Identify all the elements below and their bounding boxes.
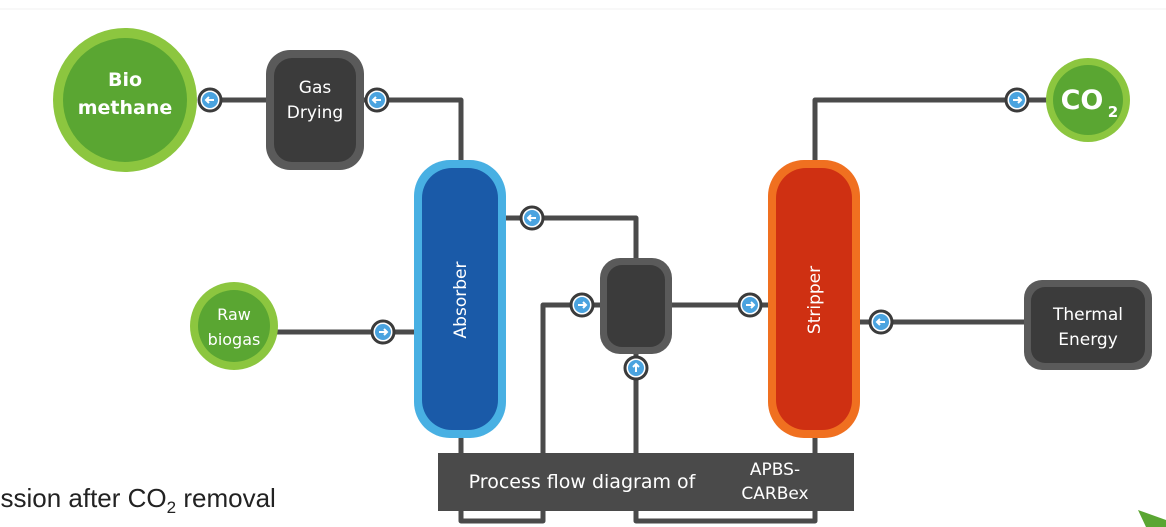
arrow-right-icon <box>370 319 396 345</box>
caption-bar-text: Process flow diagram of <box>469 471 697 493</box>
diagram-caption-bar: Process flow diagram of APBS- CARBex <box>438 453 854 511</box>
co2-text: CO <box>1061 85 1104 116</box>
pipe-absorber-to-drying <box>358 97 464 170</box>
arrow-left-icon <box>364 87 390 113</box>
next-arrow-icon <box>1138 510 1166 527</box>
co2-subscript: 2 <box>1108 103 1118 121</box>
bio-methane-line1: Bio <box>108 69 142 91</box>
slide-caption-subscript: 2 <box>166 498 177 518</box>
node-gas-drying: Gas Drying <box>266 50 364 170</box>
arrow-right-icon <box>1004 87 1030 113</box>
thermal-energy-line2: Energy <box>1058 330 1118 350</box>
arrow-left-icon <box>197 87 223 113</box>
node-raw-biogas: Raw biogas <box>190 282 278 370</box>
slide-caption-tail: removal <box>176 483 276 513</box>
arrow-right-icon <box>569 292 595 318</box>
node-bio-methane: Bio methane <box>53 28 197 172</box>
absorber-label: Absorber <box>451 262 471 339</box>
slide-caption: ession after CO2 removal <box>0 478 440 518</box>
arrow-right-icon <box>737 292 763 318</box>
bio-methane-line2: methane <box>78 97 173 119</box>
node-absorber: Absorber <box>414 160 506 438</box>
gas-drying-line2: Drying <box>287 103 343 123</box>
caption-bar-name-line2: CARBex <box>741 484 808 504</box>
arrow-left-icon <box>868 309 894 335</box>
pipe-stripper-to-co2 <box>812 97 1052 170</box>
arrow-up-icon <box>623 355 649 381</box>
node-thermal-energy: Thermal Energy <box>1024 280 1152 370</box>
arrow-left-icon <box>519 205 545 231</box>
flow-arrows <box>197 87 1030 381</box>
thermal-energy-line1: Thermal <box>1052 305 1123 325</box>
pipe-hx-to-absorber <box>505 215 639 268</box>
raw-biogas-line1: Raw <box>217 305 251 324</box>
node-heat-exchanger <box>600 258 672 354</box>
caption-bar-name-line1: APBS- <box>750 460 800 480</box>
gas-drying-line1: Gas <box>299 78 332 98</box>
slide-caption-text: ession after CO <box>0 483 167 513</box>
stripper-label: Stripper <box>805 266 825 334</box>
node-stripper: Stripper <box>768 160 860 438</box>
raw-biogas-line2: biogas <box>208 330 261 349</box>
node-co2: CO 2 <box>1046 58 1130 142</box>
